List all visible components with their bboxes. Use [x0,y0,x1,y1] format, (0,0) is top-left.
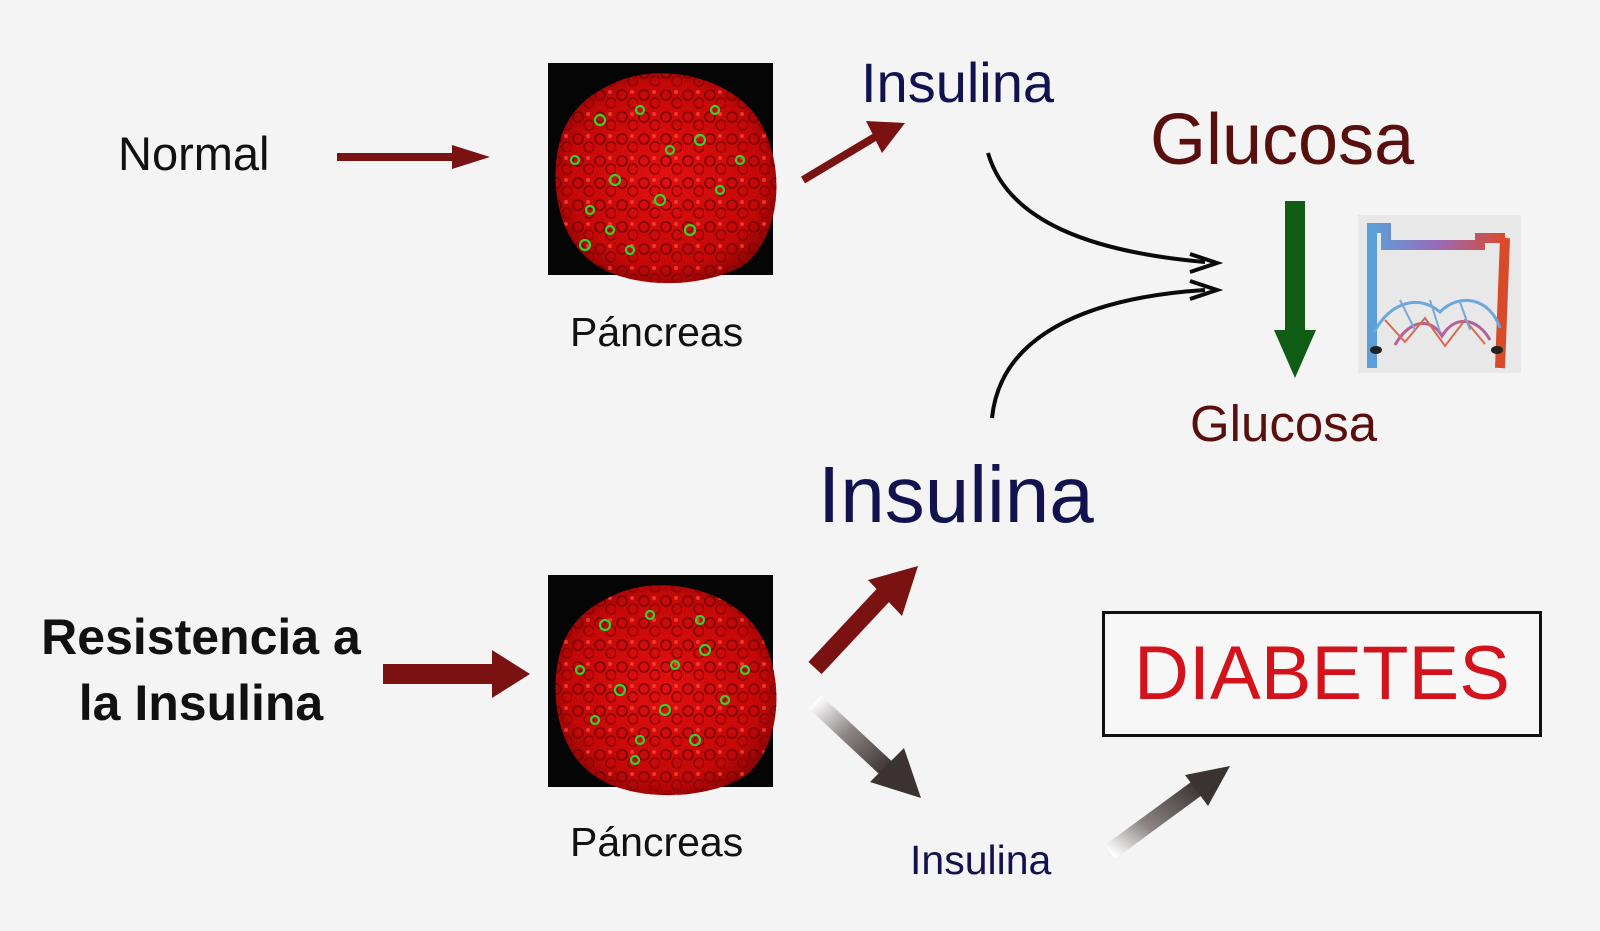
label-insulina-top: Insulina [861,51,1055,114]
label-pancreas-bottom: Páncreas [570,819,744,865]
arrow-insulina-to-diabetes [1104,766,1230,859]
label-glucosa-bottom: Glucosa [1190,395,1378,452]
label-normal: Normal [118,127,270,180]
label-insulina-middle: Insulina [818,450,1094,539]
label-insulin-resistance: Resistencia a la Insulina [41,609,361,731]
diabetes-box: DIABETES [1102,611,1542,737]
label-diabetes: DIABETES [1134,631,1510,716]
capillary-image [1358,215,1521,373]
pancreas-image-top [548,63,777,284]
pancreas-image-bottom [548,575,777,796]
arrow-normal-to-pancreas [337,145,490,169]
label-pancreas-top: Páncreas [570,309,744,355]
arrow-resistance-to-pancreas [383,650,530,698]
arrow-pancreas-to-insulina-middle [808,566,918,675]
arrow-pancreas-to-insulina-bottom [808,695,921,798]
curve-insulina-middle-to-glucosa [990,279,1224,419]
label-glucosa-top: Glucosa [1150,100,1415,180]
curve-insulina-top-to-glucosa [986,152,1224,274]
arrow-pancreas-to-insulina-top [800,121,905,184]
arrow-glucosa-down [1274,201,1316,378]
label-insulina-bottom: Insulina [910,837,1052,883]
